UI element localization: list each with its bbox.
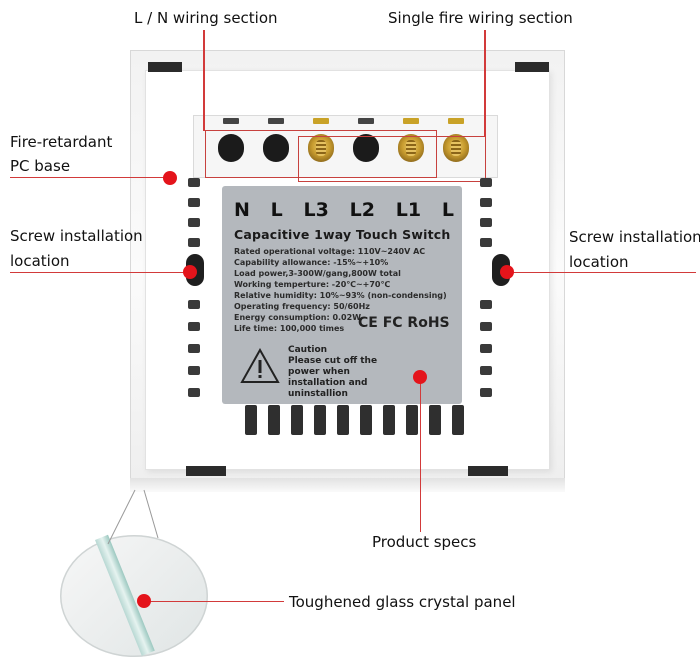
callout-single-fire: Single fire wiring section [388,9,573,27]
spec-line: Working temperture: -20℃~+70℃ [234,280,391,289]
spec-line: Capability allowance: -15%~+10% [234,258,389,267]
terminal-screw-l1 [398,134,424,162]
vent-slot [188,198,200,207]
bottom-vent-slot [314,405,326,435]
terminal-screw-l2 [353,134,379,162]
vent-slot [188,178,200,187]
vent-slot [188,344,200,353]
vent-slot [480,344,492,353]
leader-product-specs [420,378,422,532]
callout-glass-panel: Toughened glass crystal panel [289,593,516,611]
terminal-marker [403,118,419,124]
terminal-screw-l-live [443,134,469,162]
vent-slot [188,218,200,227]
leader-glass-panel [144,601,284,603]
callout-ln-wiring: L / N wiring section [134,9,278,27]
caution-body: Please cut off the power when installati… [288,356,378,399]
vent-slot [480,300,492,309]
spec-line: Energy consumption: 0.02W [234,313,362,322]
bottom-slot [186,466,226,476]
terminal-label: L3 [303,199,329,221]
zoom-lines [107,489,159,545]
callout-base-line2: PC base [10,157,71,175]
bottom-vent-slot [337,405,349,435]
terminal-screw-l [263,134,289,162]
terminal-label: L1 [395,199,422,221]
bottom-vent-slot [291,405,303,435]
product-title: Capacitive 1way Touch Switch [234,227,451,242]
terminal-label: L [270,199,283,221]
caution-text: Caution Please cut off the power when in… [288,345,398,400]
terminal-screw-n [218,134,244,162]
terminal-screw-l3 [308,134,334,162]
leader-screw-left [10,272,190,274]
leader-single-fire [484,30,486,137]
terminal-label: L2 [349,199,375,221]
terminal-label: L [441,199,454,221]
terminal-marker [223,118,239,124]
terminal-marker [448,118,464,124]
vent-slot [188,300,200,309]
marker-dot-screw-right [500,265,514,279]
caution-title: Caution [288,345,328,355]
certification-marks: CE FC RoHS [358,315,450,331]
single-fire-wiring-box [298,136,486,182]
spec-line: Operating frequency: 50/60Hz [234,302,370,311]
top-slot [515,62,549,72]
vent-slot [480,322,492,331]
callout-screw-right-line1: Screw installation [569,228,700,246]
spec-line: Life time: 100,000 times [234,324,345,333]
vent-slot [480,388,492,397]
spec-line: Relative humidity: 10%~93% (non-condensi… [234,291,447,300]
leader-base [10,177,170,179]
callout-screw-left-line1: Screw installation [10,227,143,245]
callout-product-specs: Product specs [372,533,477,551]
marker-dot-base [163,171,177,185]
vent-slot [188,366,200,375]
callout-screw-left-line2: location [10,252,70,270]
product-label [222,186,462,404]
leader-ln-wiring [203,30,205,131]
bottom-vent-slot [383,405,395,435]
bottom-vent-slot [360,405,372,435]
callout-screw-right-line2: location [569,253,629,271]
terminal-label: N [234,199,250,221]
marker-dot-product-specs [413,370,427,384]
terminal-marker [268,118,284,124]
top-slot [148,62,182,72]
bottom-vent-slot [245,405,257,435]
marker-dot-glass-panel [137,594,151,608]
vent-slot [480,218,492,227]
marker-dot-screw-left [183,265,197,279]
ln-wiring-box [205,130,437,178]
spec-line: Load power,3-300W/gang,800W total [234,269,401,278]
vent-slot [480,238,492,247]
bottom-vent-slot [452,405,464,435]
vent-slot [188,238,200,247]
terminal-legend: N L L3 L2 L1 L [234,199,454,221]
terminal-marker [358,118,374,124]
callout-base-line1: Fire-retardant [10,133,113,151]
spec-line: Rated operational voltage: 110V~240V AC [234,247,426,256]
bottom-slot [468,466,508,476]
leader-screw-right [506,272,696,274]
vent-slot [480,198,492,207]
vent-slot [188,322,200,331]
vent-slot [480,178,492,187]
bottom-vent-slot [268,405,280,435]
bottom-vent-slot [406,405,418,435]
vent-slot [480,366,492,375]
terminal-marker [313,118,329,124]
plate-bottom-edge [130,478,565,492]
bottom-vent-slot [429,405,441,435]
vent-slot [188,388,200,397]
warning-triangle-icon [240,348,280,383]
